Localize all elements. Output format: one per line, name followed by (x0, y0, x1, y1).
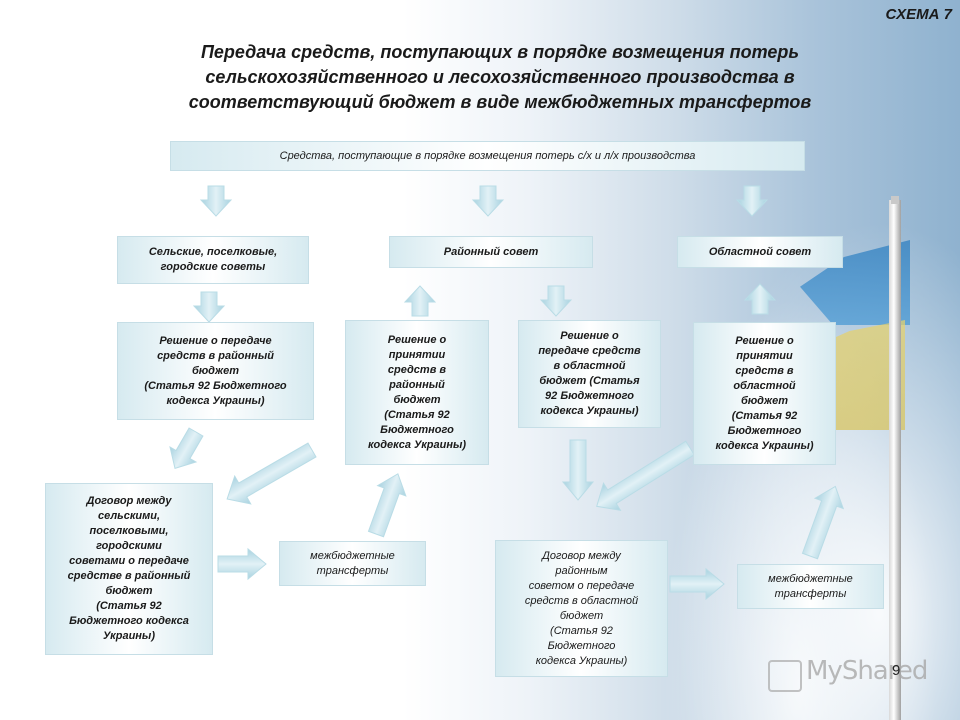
box-line: сельскими, (97, 510, 161, 522)
box-line: Решение о передаче (159, 334, 272, 347)
arrow-decision-to-regional (743, 283, 777, 315)
page-number: 9 (892, 662, 901, 679)
box-line: Договор между (86, 495, 172, 507)
flagpole-top (891, 196, 899, 204)
box-line: (Статья 92 (96, 600, 162, 612)
box-line: 92 Бюджетного (545, 390, 634, 402)
arrow-decision-to-district (403, 285, 437, 317)
arrow-village-to-decision (192, 291, 226, 323)
box-line: советами о передаче (69, 555, 189, 567)
box-line: (Статья 92 (550, 624, 613, 637)
box-village-councils-line: городские советы (160, 261, 266, 273)
box-line: Договор между (542, 549, 621, 562)
box-line: принятии (388, 348, 446, 361)
box-transfers-right: межбюджетные трансферты (737, 564, 884, 609)
arrow-top-to-regional (735, 185, 769, 217)
arrow-transfers-to-accept-regional (801, 485, 845, 560)
box-line: средств в (387, 363, 447, 376)
box-decision-accept-district: Решение о принятии средств в районный бю… (345, 320, 489, 465)
box-village-councils: Сельские, поселковые, городские советы (117, 236, 309, 284)
box-line: бюджет (192, 364, 239, 377)
box-line: Бюджетного (547, 639, 616, 652)
box-line: (Статья 92 Бюджетного (144, 379, 287, 392)
box-district-council-text: Районный совет (443, 245, 539, 258)
box-line: Решение о (560, 330, 619, 342)
box-line: средстве в районный (67, 570, 191, 582)
box-line: межбюджетные (768, 572, 853, 585)
box-line: районным (555, 564, 608, 577)
box-line: Бюджетного (727, 424, 802, 437)
flagpole (889, 200, 901, 720)
box-line: бюджет (741, 394, 788, 407)
box-line: кодекса Украины) (367, 438, 467, 451)
box-line: бюджет (559, 609, 604, 622)
arrow-accept-regional-to-agreement (596, 440, 695, 512)
arrow-top-to-district (471, 185, 505, 217)
box-decision-accept-regional: Решение о принятии средств в областной б… (693, 322, 836, 465)
box-line: районный (389, 378, 445, 391)
arrow-transfers-to-accept (367, 473, 407, 538)
box-line: советом о передаче (528, 579, 635, 592)
box-line: кодекса Украины) (715, 439, 814, 452)
box-decision-transfer-regional: Решение о передаче средств в областной б… (518, 320, 661, 428)
box-village-councils-line: Сельские, поселковые, (148, 246, 278, 258)
box-regional-council: Областной совет (677, 236, 843, 268)
box-decision-transfer-district: Решение о передаче средств в районный бю… (117, 322, 314, 420)
title-line-2: сельскохозяйственного и лесохозяйственно… (205, 67, 795, 87)
box-line: Бюджетного (380, 423, 454, 436)
schema-label: СХЕМА 7 (885, 6, 952, 23)
box-top-funds-text: Средства, поступающие в порядке возмещен… (279, 149, 696, 162)
arrow-district-to-decision (539, 285, 573, 317)
box-line: в областной (553, 360, 626, 372)
box-line: Решение о (735, 334, 794, 347)
box-district-council: Районный совет (389, 236, 593, 268)
page-title: Передача средств, поступающих в порядке … (110, 40, 890, 115)
box-transfers-left: межбюджетные трансферты (279, 541, 426, 586)
box-line: Решение о (387, 333, 447, 346)
box-line: бюджет (105, 585, 153, 597)
box-agreement-district: Договор между районным советом о передач… (495, 540, 668, 677)
box-line: кодекса Украины) (540, 405, 639, 417)
title-line-1: Передача средств, поступающих в порядке … (200, 42, 800, 62)
box-line: бюджет (Статья (539, 375, 640, 387)
box-line: бюджет (393, 393, 441, 406)
box-line: кодекса Украины) (166, 394, 265, 407)
box-line: областной (733, 379, 796, 392)
box-line: (Статья 92 (384, 408, 450, 421)
box-line: городскими (96, 540, 162, 552)
box-line: поселковыми, (89, 525, 169, 537)
arrow-agreement-to-transfers-left (217, 547, 267, 581)
arrow-decision-to-agreement-village (169, 427, 204, 470)
watermark-icon (768, 660, 802, 692)
box-top-funds: Средства, поступающие в порядке возмещен… (170, 141, 805, 171)
watermark: MyShared (806, 656, 928, 686)
title-line-3: соответствующий бюджет в виде межбюджетн… (188, 92, 812, 112)
box-line: кодекса Украины) (535, 654, 628, 667)
box-line: (Статья 92 (731, 409, 798, 422)
box-line: трансферты (316, 564, 389, 577)
arrow-accept-to-agreement-village (226, 442, 317, 505)
arrow-top-to-village (199, 185, 233, 217)
box-line: средств в (735, 364, 794, 377)
box-line: передаче средств (538, 345, 641, 357)
arrow-agreement-to-transfers-right (669, 567, 725, 601)
box-line: принятии (736, 349, 793, 362)
box-line: Украины) (102, 630, 155, 642)
box-agreement-village: Договор между сельскими, поселковыми, го… (45, 483, 213, 655)
box-line: межбюджетные (310, 549, 395, 562)
box-line: средств в областной (524, 594, 639, 607)
box-regional-council-text: Областной совет (708, 245, 812, 258)
box-line: Бюджетного кодекса (69, 615, 189, 627)
box-line: средств в районный (157, 349, 274, 362)
box-line: трансферты (774, 587, 847, 600)
arrow-decision-regional-to-agreement (561, 439, 595, 501)
